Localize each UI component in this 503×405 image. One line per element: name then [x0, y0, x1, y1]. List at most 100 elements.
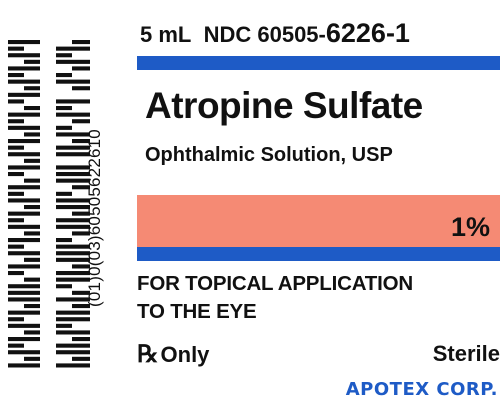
barcode-bar [24, 251, 40, 256]
barcode-bar [56, 205, 72, 210]
barcode-bar [56, 257, 72, 262]
application-warning: FOR TOPICAL APPLICATION TO THE EYE [137, 270, 503, 326]
ndc-product-code: 6226-1 [325, 18, 410, 48]
barcode-bar [72, 297, 90, 302]
barcode-bar [56, 343, 72, 348]
ndc-prefix: NDC 60505- [203, 22, 326, 47]
barcode-bar [24, 40, 40, 45]
volume-ndc-line: 5 mL NDC 60505-6226-1 [140, 16, 502, 50]
rx-icon: ℞ [137, 339, 159, 368]
barcode-bar [56, 224, 72, 229]
barcode-bar [8, 323, 24, 328]
barcode-bar [24, 224, 40, 229]
barcode-bar [24, 323, 40, 328]
barcode-bar [8, 363, 24, 368]
barcode-bar [56, 284, 72, 289]
barcode-bar [56, 59, 72, 64]
barcode-bar [56, 244, 72, 249]
barcode-bar [24, 139, 40, 144]
application-line-2: TO THE EYE [137, 300, 257, 323]
barcode-bar [56, 218, 72, 223]
barcode-bar [24, 79, 40, 84]
barcode-bar [24, 304, 40, 309]
barcode-bar [8, 125, 24, 130]
barcode-bar [72, 350, 90, 355]
barcode-bar [72, 231, 90, 236]
top-blue-band [137, 56, 500, 70]
barcode-bar [8, 271, 24, 276]
barcode-bar [24, 277, 40, 282]
barcode-bar [24, 92, 40, 97]
barcode-bar [72, 145, 90, 150]
barcode-bar [8, 343, 24, 348]
barcode-bar [8, 191, 24, 196]
barcode [8, 40, 90, 368]
barcode-bar [56, 132, 72, 137]
rx-only-text: Only [160, 342, 210, 367]
barcode-bar [56, 323, 72, 328]
barcode-bar [8, 317, 24, 322]
barcode-bar [72, 290, 90, 295]
barcode-bar [8, 310, 24, 315]
barcode-bar [72, 244, 90, 249]
barcode-bar [24, 185, 40, 190]
barcode-bar [56, 251, 72, 256]
product-subtitle: Ophthalmic Solution, USP [145, 144, 393, 166]
barcode-bar [56, 238, 72, 243]
barcode-bar [72, 172, 90, 177]
barcode-bar [24, 238, 40, 243]
barcode-bar [24, 211, 40, 216]
barcode-bar [72, 86, 90, 91]
barcode-bar [56, 172, 72, 177]
barcode-bar [24, 290, 40, 295]
barcode-bar [72, 363, 90, 368]
barcode-bar [56, 191, 72, 196]
barcode-bar [8, 172, 24, 177]
barcode-bar [56, 178, 72, 183]
barcode-bar [56, 350, 72, 355]
barcode-bar [8, 92, 24, 97]
barcode-bar [72, 337, 90, 342]
barcode-bar [72, 330, 90, 335]
barcode-bar [8, 145, 24, 150]
barcode-bar [72, 99, 90, 104]
barcode-bar [8, 244, 24, 249]
barcode-bar [56, 112, 72, 117]
barcode-bar [8, 284, 24, 289]
barcode-bar [72, 317, 90, 322]
barcode-bar [8, 218, 24, 223]
barcode-bar [72, 343, 90, 348]
barcode-bar [24, 178, 40, 183]
barcode-bar [56, 310, 72, 315]
barcode-bar [8, 251, 24, 256]
barcode-bar [24, 350, 40, 355]
barcode-bar [8, 264, 24, 269]
barcode-bar [72, 218, 90, 223]
barcode-bar [72, 152, 90, 157]
barcode-bar [24, 66, 40, 71]
barcode-bar [8, 119, 24, 124]
barcode-bar [8, 337, 24, 342]
barcode-bar [72, 264, 90, 269]
barcode-bar [56, 145, 72, 150]
barcode-bar [56, 198, 72, 203]
barcode-bar [56, 99, 72, 104]
barcode-bar [24, 257, 40, 262]
manufacturer-logo: APOTEX CORP. [345, 379, 498, 400]
barcode-bar [56, 165, 72, 170]
barcode-bar [24, 363, 40, 368]
barcode-bar [72, 211, 90, 216]
barcode-bar [56, 79, 72, 84]
rx-only: ℞Only [137, 338, 209, 371]
barcode-bar [72, 198, 90, 203]
barcode-bar [24, 132, 40, 137]
barcode-bar [8, 198, 24, 203]
barcode-bar [56, 330, 72, 335]
barcode-bar [24, 106, 40, 111]
barcode-bar [8, 224, 24, 229]
barcode-bar [8, 79, 24, 84]
barcode-bar [24, 330, 40, 335]
barcode-bar [72, 205, 90, 210]
barcode-bar [72, 119, 90, 124]
barcode-bar [8, 290, 24, 295]
